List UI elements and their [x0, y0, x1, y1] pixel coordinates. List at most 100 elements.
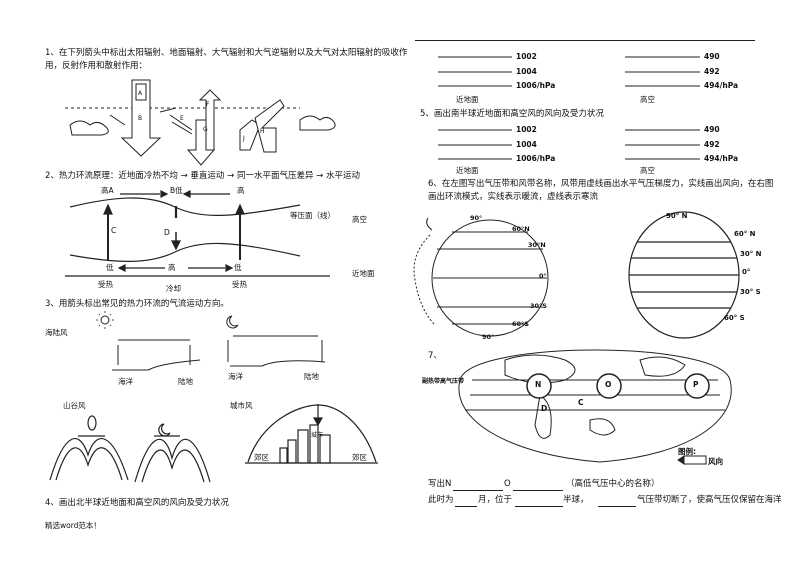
lg-30n: 30°N [528, 241, 546, 249]
top-rule [415, 40, 755, 41]
p-low-1b: 1002 [516, 125, 537, 134]
label-c: C [111, 226, 117, 235]
sea-land-breeze-diagrams [96, 311, 326, 371]
p-low-3: 1006/hPa [516, 81, 556, 90]
q7-line1-b: O [504, 479, 511, 489]
map-d: D [541, 404, 548, 413]
valley-city-diagrams [49, 404, 378, 483]
p-low-1: 1002 [516, 52, 537, 61]
arrow-e-label: E [180, 115, 184, 122]
rg-60n: 60° N [734, 230, 756, 238]
label-upper: 高空 [352, 215, 367, 224]
map-wind: 风向 [708, 457, 723, 466]
label-sea-land: 海陆风 [45, 328, 68, 337]
lg-90n: 90° [470, 214, 483, 222]
blank-o[interactable] [513, 490, 563, 491]
rg-60s: 60° S [724, 314, 745, 322]
rg-30n: 30° N [740, 250, 762, 258]
q7-line2-c: 半球， [563, 495, 589, 505]
label-high-a: 高A [101, 186, 114, 195]
world-map [458, 349, 732, 463]
label-low1: 低 [106, 263, 114, 272]
label-surface: 近地面 [352, 269, 375, 278]
label-low-b: B低 [170, 186, 183, 195]
map-o: O [605, 380, 612, 389]
label-heat1: 受热 [98, 280, 113, 289]
label-isobar: 等压面（线） [290, 211, 335, 220]
label-land2: 陆地 [304, 372, 319, 381]
q7-line2-d: 气压带切断了，使高气压仅保留在海洋 [637, 495, 782, 505]
question-4: 4、画出北半球近地面和高空风的风向及受力状况 [45, 498, 229, 508]
lg-90s: 90° [482, 333, 495, 341]
right-globe [628, 211, 740, 339]
lg-60n: 60°N [512, 225, 530, 233]
label-heat2: 受热 [232, 280, 247, 289]
arrow-a-label: A [138, 90, 143, 97]
arrow-h-label: H [260, 128, 265, 135]
p-low-3b: 1006/hPa [516, 154, 556, 163]
label-d: D [164, 228, 170, 237]
p-high-1: 490 [704, 52, 720, 61]
p-high-1b: 490 [704, 125, 720, 134]
map-legend: 图例: [678, 447, 696, 456]
rg-30s: 30° S [740, 288, 761, 296]
blank-month[interactable] [455, 506, 477, 507]
rg-0: 0° [742, 268, 751, 276]
label-land1: 陆地 [178, 377, 193, 386]
map-n: N [535, 380, 542, 389]
isobar-lines [438, 56, 700, 160]
label-suburb1: 郊区 [254, 453, 269, 462]
label-surface-q4: 近地面 [456, 95, 479, 104]
lg-0: 0° [539, 272, 547, 280]
pressure-centres [526, 373, 710, 399]
label-high-mid: 高 [168, 263, 176, 272]
label-high-top: 高 [237, 186, 245, 195]
footer-note: 精选word范本！ [45, 521, 101, 530]
arrow-g-label: G [203, 126, 208, 133]
label-surface-q5: 近地面 [456, 166, 479, 175]
q7-line2-a: 此时为 [428, 495, 454, 505]
blank-n[interactable] [453, 490, 503, 491]
blank-belt[interactable] [598, 506, 636, 507]
question-5: 5、画出南半球近地面和高空风的风向及受力状况 [420, 109, 604, 119]
lg-30s: 30°S [530, 302, 547, 310]
p-low-2: 1004 [516, 67, 537, 76]
question-7: 7、 [428, 351, 442, 361]
label-ocean1: 海洋 [118, 377, 133, 386]
label-valley: 山谷风 [63, 401, 86, 410]
map-c: C [578, 398, 584, 407]
question-1: 1、在下列箭头中标出太阳辐射、地面辐射、大气辐射和大气逆辐射以及大气对太阳辐射的… [45, 48, 408, 71]
label-suburb2: 郊区 [352, 453, 367, 462]
blank-hemisphere[interactable] [515, 506, 563, 507]
label-cold: 冷却 [166, 284, 181, 293]
label-ocean2: 海洋 [228, 372, 243, 381]
rg-90n: 90° N [666, 212, 688, 220]
map-p: P [693, 380, 699, 389]
label-upper-q5: 高空 [640, 166, 655, 175]
p-high-2: 492 [704, 67, 720, 76]
label-upper-q4: 高空 [640, 95, 655, 104]
radiation-diagram [65, 79, 336, 166]
label-low2: 低 [234, 263, 242, 272]
q7-line1-c: （高低气压中心的名称） [566, 479, 660, 489]
label-city: 城市风 [230, 401, 253, 410]
q7-line2-b: 月，位于 [478, 495, 513, 505]
legend-arrow [677, 455, 707, 465]
p-low-2b: 1004 [516, 140, 537, 149]
arrow-b-label: B [138, 115, 142, 122]
arrow-j-label: J [242, 135, 245, 142]
label-city-center: 城市 [311, 432, 324, 439]
p-high-3b: 494/hPa [704, 154, 739, 163]
arrow-f-label: F [206, 101, 210, 108]
q7-line1-a: 写出N [428, 479, 452, 489]
p-high-3: 494/hPa [704, 81, 739, 90]
left-globe [413, 217, 549, 337]
thermal-circulation-diagram [65, 190, 330, 277]
p-high-2b: 492 [704, 140, 720, 149]
lg-60s: 60°S [512, 320, 529, 328]
map-belt-label: 副热带高气压带 [422, 378, 465, 385]
question-6: 6、在左图写出气压带和风带名称，风带用虚线画出水平气压梯度力，实线画出风向，在右… [428, 179, 774, 202]
question-2: 2、热力环流原理：近地面冷热不均 → 垂直运动 → 同一水平面气压差异 → 水平… [45, 171, 360, 181]
question-3: 3、用箭头标出常见的热力环流的气流运动方向。 [45, 299, 229, 309]
